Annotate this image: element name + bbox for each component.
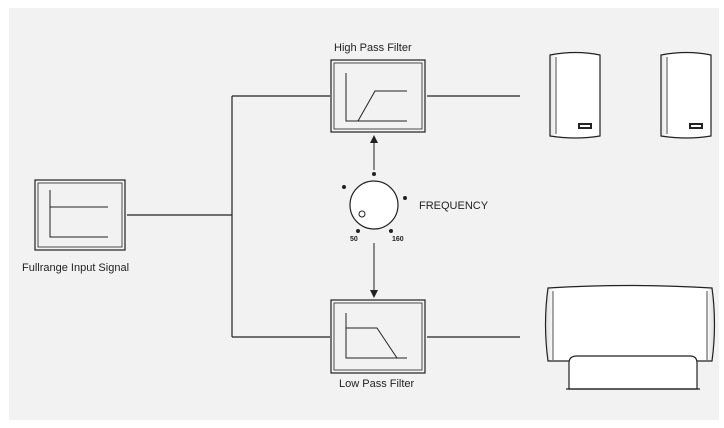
signal-lines <box>127 95 520 338</box>
knob-tick-dot <box>403 196 407 200</box>
knob-tick-dot <box>342 185 346 189</box>
knob-tick-dot <box>372 172 376 176</box>
low-pass-filter-label: Low Pass Filter <box>339 378 415 390</box>
input-signal-label: Fullrange Input Signal <box>22 262 130 274</box>
high-pass-filter-label: High Pass Filter <box>334 42 412 54</box>
knob-max-label: 160 <box>392 236 404 243</box>
frequency-label: FREQUENCY <box>419 200 489 212</box>
knob-tick-dot <box>389 229 393 233</box>
subwoofer-icon <box>544 284 716 390</box>
frequency-knob-icon[interactable] <box>342 172 407 233</box>
knob-min-label: 50 <box>350 236 358 243</box>
low-pass-curve-icon <box>330 299 426 374</box>
high-pass-curve-icon <box>330 59 426 133</box>
satellite-speaker-icon <box>660 51 712 139</box>
flat-response-icon <box>34 179 126 251</box>
satellite-speaker-icon <box>549 51 601 139</box>
knob-tick-dot <box>356 229 360 233</box>
